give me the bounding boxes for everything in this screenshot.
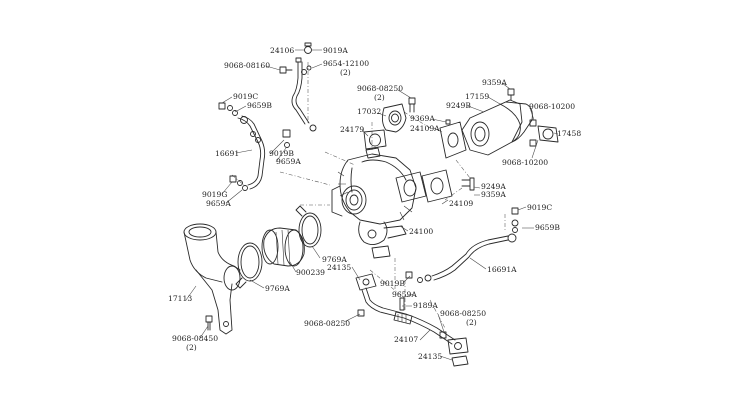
label-9659A-bot: 9659A [392, 290, 417, 299]
gasket-24109A [439, 119, 467, 159]
intake-pipe-17113 [183, 223, 241, 335]
hose-900239 [261, 227, 305, 267]
label-9359A-top: 9359A [482, 78, 507, 87]
label-24135-top: 24135 [327, 263, 351, 272]
oil-return-pipe-16691 [218, 102, 291, 191]
label-9068-08450: 9068-08450 [172, 334, 218, 343]
gasket-24109 [421, 169, 453, 203]
oil-feed-pipe-24106 [279, 42, 317, 132]
label-9654-qty: (2) [340, 68, 351, 77]
label-24107: 24107 [394, 335, 418, 344]
part-labels: 24106 9019A 9654-12100 (2) 9068-08160 90… [168, 46, 581, 361]
flange-17458 [529, 119, 559, 147]
label-9019B-low: 9019B [380, 279, 405, 288]
label-9068-08250-c-qty: (2) [466, 318, 477, 327]
label-9068-08250-a-qty: (2) [374, 93, 385, 102]
label-9068-10200-b: 9068-10200 [502, 158, 548, 167]
label-16691A: 16691A [487, 265, 517, 274]
label-9659A-left: 9659A [276, 157, 301, 166]
label-17032: 17032 [357, 107, 381, 116]
label-9068-08250-c: 9068-08250 [440, 309, 486, 318]
label-9019C-right: 9019C [527, 203, 552, 212]
label-9369A: 9369A [410, 114, 435, 123]
label-24179: 24179 [340, 125, 364, 134]
label-9659B-left: 9659B [247, 101, 272, 110]
oil-drain-pipe-24107 [355, 273, 469, 367]
oil-return-pipe-16691A [405, 207, 519, 283]
bolt-9068-08250-top [408, 97, 416, 113]
alignment-lines [231, 62, 506, 329]
label-17458: 17458 [557, 129, 581, 138]
label-9019B-left: 9019B [269, 149, 294, 158]
label-9659A-low: 9659A [206, 199, 231, 208]
label-24135-bot: 24135 [418, 352, 442, 361]
leader-lines [185, 49, 559, 361]
label-9068-08250-b: 9068-08250 [304, 319, 350, 328]
label-9019C-left: 9019C [233, 92, 258, 101]
label-24109: 24109 [449, 199, 473, 208]
label-9019G: 9019G [202, 190, 227, 199]
turbocharger-24100 [331, 147, 427, 259]
label-9249A: 9249A [481, 182, 506, 191]
gasket-24179 [363, 129, 387, 150]
label-24100: 24100 [409, 227, 433, 236]
clamp-9769A-right [295, 205, 322, 248]
label-900239: 900239 [296, 268, 325, 277]
label-9068-10200-a: 9068-10200 [529, 102, 575, 111]
label-17159: 17159 [465, 92, 489, 101]
label-9068-08160: 9068-08160 [224, 61, 270, 70]
label-17113: 17113 [168, 294, 192, 303]
label-24109A: 24109A [410, 124, 440, 133]
label-9249B: 9249B [446, 101, 471, 110]
label-9659B-right: 9659B [535, 223, 560, 232]
stud-9249A [461, 177, 475, 191]
label-9189A: 9189A [413, 301, 438, 310]
label-9359A-mid: 9359A [481, 190, 506, 199]
label-9769A-right: 9769A [322, 255, 347, 264]
elbow-17032 [381, 103, 407, 133]
label-9654-12100: 9654-12100 [323, 59, 369, 68]
label-24106: 24106 [270, 46, 294, 55]
label-9019A-top: 9019A [323, 46, 348, 55]
label-9068-08250-a: 9068-08250 [357, 84, 403, 93]
label-16691: 16691 [215, 149, 239, 158]
label-9769A-left: 9769A [265, 284, 290, 293]
label-9068-08450-qty: (2) [186, 343, 197, 352]
